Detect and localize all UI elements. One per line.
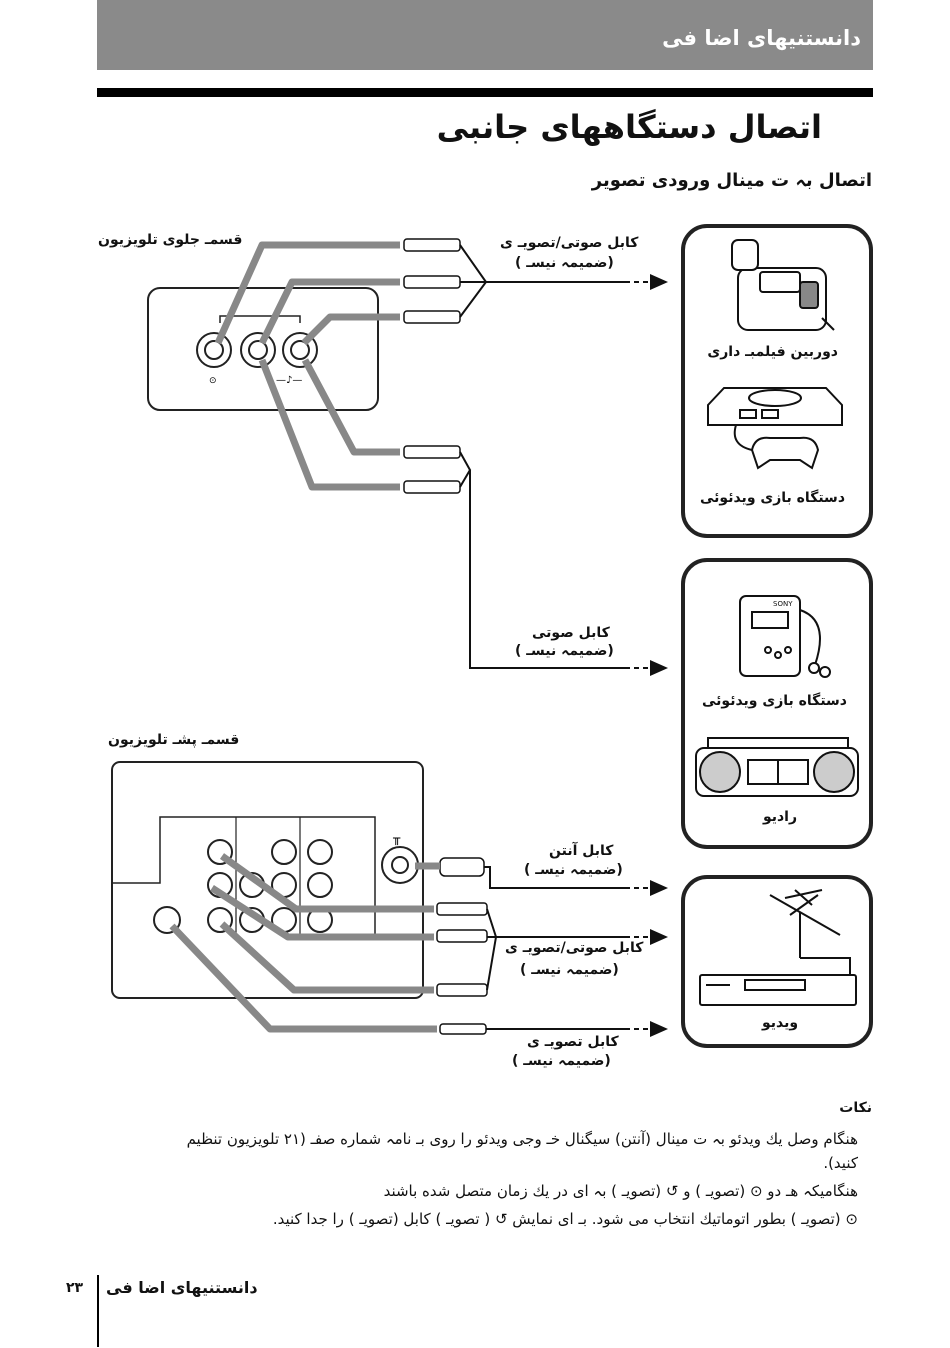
game-console-icon: [707, 387, 843, 470]
dashed-lines: [625, 281, 650, 1030]
svg-text:SONY: SONY: [773, 600, 793, 608]
antenna-cable-label: کابل آنتن: [549, 843, 614, 859]
av-cable-label-1: کابل صوتی/تصویـ ی: [500, 235, 639, 251]
audio-cable-label: کابل صوتی: [532, 625, 610, 641]
radio-label: رادیو: [762, 809, 798, 825]
radio-icon: [695, 737, 859, 797]
header-rule: [97, 88, 873, 97]
page-subtitle: اتصال بہ ت مینال ورودی تصویر: [591, 170, 872, 191]
front-cables: [214, 241, 400, 491]
av-cable-sub-2: (ضمیمہ نیسـ ): [520, 962, 619, 978]
page-title: اتصال دستگاههای جانبی: [436, 108, 822, 146]
svg-text:⊙: ⊙: [209, 376, 217, 386]
rear-cables: [169, 853, 440, 1033]
vcr-label: ویدیو: [761, 1015, 799, 1031]
antenna-cable-sub: (ضمیمہ نیسـ ): [524, 862, 623, 878]
av-cable-sub-1: (ضمیمہ نیسـ ): [515, 255, 614, 271]
front-jacks: [196, 332, 318, 368]
rear-panel-label: قسمـ پشـ تلویزیون: [108, 732, 240, 748]
note-line-1: هنگام وصل یك ویدئو بہ ت مینال (آنتن) سیگ…: [186, 1130, 858, 1148]
video-cable-label: کابل تصویـ ی: [527, 1034, 619, 1050]
camcorder-icon: [731, 239, 835, 331]
vcr-icon: [699, 889, 857, 1006]
section-header-title: دانستنیهای اضا فی: [662, 26, 861, 50]
device-box-vcr: [681, 875, 873, 1048]
note-line-2: کنید).: [823, 1154, 858, 1172]
camcorder-label: دوربین فیلمبـ داری: [707, 344, 838, 360]
walkman-icon: SONY: [739, 595, 831, 678]
game-console-label-2: دستگاه بازی ویدئوئی: [702, 693, 847, 709]
game-console-label-1: دستگاه بازی ویدئوئی: [700, 490, 845, 506]
audio-cable-sub: (ضمیمہ نیسـ ): [515, 643, 614, 659]
note-line-3: هنگامیکہ هـ دو ⊙ (تصویـ ) و ↺ (تصویـ ) ب…: [383, 1182, 858, 1200]
thin-wires: [459, 244, 625, 1030]
footer-rule: [97, 1275, 99, 1347]
av-cable-label-2: کابل صوتی/تصویـ ی: [505, 940, 644, 956]
svg-text:—♪—: —♪—: [276, 375, 302, 386]
note-line-4: ⊙ (تصویـ ) بطور اتوماتیك انتخاب می شود. …: [272, 1210, 858, 1228]
arrowheads: [650, 274, 668, 1037]
video-cable-sub: (ضمیمہ نیسـ ): [512, 1053, 611, 1069]
notes-heading: نکات: [839, 1100, 872, 1116]
footer-section-title: دانستنیهای اضا فی: [106, 1278, 258, 1297]
page-number: ۲۳: [66, 1280, 84, 1296]
section-header-bar: دانستنیهای اضا فی: [97, 0, 873, 70]
rear-jacks: [153, 839, 419, 934]
svg-text:╥: ╥: [392, 831, 401, 845]
front-panel-label: قسمـ جلوی تلویزیون: [98, 232, 243, 248]
